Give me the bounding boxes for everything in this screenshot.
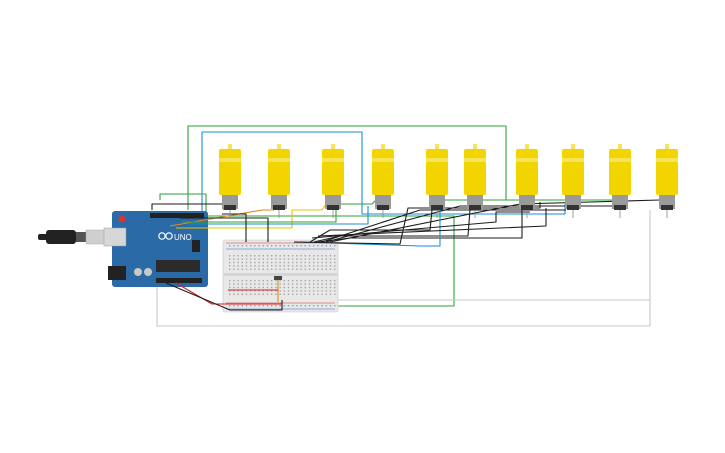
motor-terminals [567,205,579,210]
motor-body [219,149,241,195]
wire-signal[interactable] [321,209,566,243]
motor-body [656,149,678,195]
wire-signal[interactable] [176,203,327,229]
motor-body [609,149,631,195]
motor-body [426,149,448,195]
motor-terminals [521,205,533,210]
motor-mount-tab [217,158,243,162]
arduino-uno-board[interactable]: UNO [103,211,208,287]
wire-black-gnd[interactable] [165,282,283,311]
wire-signal[interactable] [190,206,369,225]
motor-shaft [435,144,439,150]
motor-mount-tab [607,158,633,162]
motor-terminals [431,205,443,210]
motor-mount-tab [514,158,540,162]
dc-motor[interactable] [462,144,488,218]
dc-motor[interactable] [654,144,680,218]
board-logo-text: UNO [174,233,192,242]
motor-shaft [277,144,281,150]
usb-plug-body [46,230,76,244]
capacitor-1 [134,268,142,276]
analog-header [156,278,202,283]
usb-plug-neck [76,232,86,242]
motor-mount-tab [654,158,680,162]
wire-signal[interactable] [317,208,547,237]
breadboard-holes [229,245,336,307]
arduino-logo-icon [158,232,173,240]
motor-terminals [614,205,626,210]
motor-terminals [224,205,236,210]
dc-motor[interactable] [514,144,540,218]
breadboard-wires [165,280,283,311]
icsp-header [192,240,200,252]
wire-signal[interactable] [313,209,471,243]
dc-motor[interactable] [424,144,450,218]
wire-signal[interactable] [299,210,441,247]
motor-shaft [571,144,575,150]
motor-mount-tab [266,158,292,162]
motor-shaft [618,144,622,150]
dc-motor[interactable] [266,144,292,218]
wire-blue-top-loop[interactable] [201,131,566,215]
reset-button[interactable] [118,215,126,223]
motor-shaft [525,144,529,150]
motor-body [372,149,394,195]
wire-signal[interactable] [169,209,274,227]
wire-signal[interactable] [180,217,269,242]
digital-header [150,213,204,218]
dc-motor[interactable] [370,144,396,218]
usb-cable[interactable] [38,229,109,245]
motor-mount-tab [462,158,488,162]
dc-motor[interactable] [560,144,586,218]
motor-terminals [377,205,389,210]
breadboard[interactable] [222,239,339,313]
motor-terminals [661,205,673,210]
slide-switch[interactable] [274,276,282,280]
wire-green-top-loop[interactable] [187,125,507,210]
motor-mount-tab [424,158,450,162]
wire-signal[interactable] [325,205,614,243]
dc-motor[interactable] [217,144,243,218]
motor-body [268,149,290,195]
motor-terminals [469,205,481,210]
motor-shaft [665,144,669,150]
motor-shaft [228,144,232,150]
capacitor-2 [144,268,152,276]
wire-signal[interactable] [293,202,541,245]
motor-terminals [327,205,339,210]
motor-shaft [473,144,477,150]
usb-jack [103,227,127,247]
motor-body [464,149,486,195]
motor-mount-tab [320,158,346,162]
motor-shaft [331,144,335,150]
motor-mount-tab [560,158,586,162]
power-jack [108,266,126,280]
dc-gear-motors [217,144,680,218]
usb-plug-tip [38,234,48,240]
wire-signal[interactable] [311,211,530,239]
motor-body [562,149,584,195]
motor-shaft [381,144,385,150]
dc-motor[interactable] [607,144,633,218]
motor-body [322,149,344,195]
center-channel [224,273,337,276]
motor-mount-tab [370,158,396,162]
motor-body [516,149,538,195]
dc-motor[interactable] [320,144,346,218]
wire-signal[interactable] [317,210,523,243]
wire-red-5v[interactable] [175,282,282,305]
atmega-chip [156,260,200,272]
motor-terminals [273,205,285,210]
